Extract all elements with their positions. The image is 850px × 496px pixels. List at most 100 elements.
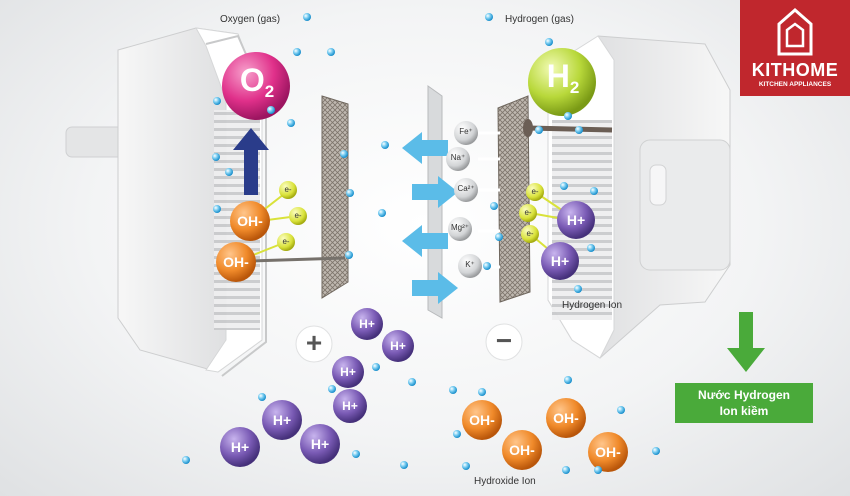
- oxygen-rise-arrow: [233, 128, 269, 195]
- hydroxide-ion: [216, 242, 256, 282]
- hydrogen-ion-caption: Hydrogen Ion: [562, 300, 623, 311]
- hydrogen-ion-label: H+: [359, 317, 375, 331]
- hydrogen-symbol: H2: [528, 58, 598, 97]
- logo-tagline: KITCHEN APPLIANCES: [758, 81, 832, 88]
- hydrogen-ion: [333, 389, 367, 423]
- kithome-logo: KITHOME KITCHEN APPLIANCES: [740, 0, 850, 96]
- hydrogen-ion: [382, 330, 414, 362]
- gas-bubble: [293, 48, 301, 56]
- gas-bubble: [587, 244, 595, 252]
- gas-bubble: [328, 385, 336, 393]
- mineral-na-circle: [446, 147, 470, 171]
- hydrogen-ion: [557, 201, 595, 239]
- gas-bubble: [594, 466, 602, 474]
- hydroxide-label: OH-: [237, 213, 263, 229]
- gas-bubble: [495, 233, 503, 241]
- gas-bubble: [485, 13, 493, 21]
- hydrogen-ion-label: H+: [566, 212, 586, 228]
- output-arrow: [727, 312, 765, 372]
- gas-bubble: [340, 150, 348, 158]
- gas-bubble: [400, 461, 408, 469]
- hydrogen-ion: [541, 242, 579, 280]
- alkaline-water-box: Nước Hydrogen Ion kiềm: [675, 383, 813, 423]
- gas-bubble: [372, 363, 380, 371]
- gas-bubble: [462, 462, 470, 470]
- gas-bubble: [303, 13, 311, 21]
- hydrogen-molecule: [528, 48, 596, 116]
- electron-label: e-: [524, 208, 532, 217]
- gas-bubble: [408, 378, 416, 386]
- hydroxide-ions: [216, 201, 628, 472]
- gas-bubble: [213, 205, 221, 213]
- right-rod-end: [523, 119, 533, 137]
- oxygen-molecule: [222, 52, 290, 120]
- oxygen-symbol-sub: 2: [264, 82, 275, 101]
- hydroxide-ion: [462, 400, 502, 440]
- gas-bubble: [590, 187, 598, 195]
- electron-particle: [289, 207, 307, 225]
- anode-terminal: [295, 325, 333, 363]
- gas-bubble: [652, 447, 660, 455]
- gas-bubble: [287, 119, 295, 127]
- gas-bubble: [575, 126, 583, 134]
- hydroxide-label: OH-: [509, 442, 535, 458]
- oxygen-symbol-letter: O: [239, 62, 265, 98]
- gas-bubble: [381, 141, 389, 149]
- gas-bubble: [453, 430, 461, 438]
- oxygen-gas-label: Oxygen (gas): [220, 14, 281, 25]
- hydrogen-ion-label: H+: [390, 339, 406, 353]
- gas-bubble: [213, 97, 221, 105]
- hydrogen-ion-label: H+: [230, 439, 250, 455]
- mineral-k-label: K⁺: [465, 260, 475, 269]
- mineral-flow-lines: [478, 131, 500, 269]
- electron-particle: [519, 204, 537, 222]
- gas-bubble: [617, 406, 625, 414]
- anode-sign: +: [305, 327, 323, 358]
- electron-label: e-: [294, 211, 302, 220]
- hydrogen-ion-label: H+: [272, 412, 292, 428]
- gas-bubble: [564, 112, 572, 120]
- hydroxide-ion: [546, 398, 586, 438]
- mineral-ions: [446, 121, 482, 278]
- hydrogen-ion: [351, 308, 383, 340]
- mineral-fe-circle: [454, 121, 478, 145]
- gas-bubble: [535, 126, 543, 134]
- gas-bubble: [449, 386, 457, 394]
- electron-label: e-: [282, 237, 290, 246]
- cathode-terminal: [485, 323, 523, 361]
- left-mesh-electrode: [321, 95, 349, 299]
- gas-bubble: [378, 209, 386, 217]
- oxygen-symbol: O2: [222, 62, 292, 101]
- house-icon: [777, 8, 813, 56]
- alkaline-water-line2: Ion kiềm: [719, 404, 769, 418]
- mineral-ca-circle: [454, 178, 478, 202]
- cathode-sign: −: [495, 325, 513, 356]
- hydroxide-ion-caption: Hydroxide Ion: [474, 476, 536, 487]
- electron-particle: [521, 225, 539, 243]
- mineral-fe-label: Fe⁺: [459, 127, 473, 136]
- gas-bubble: [574, 285, 582, 293]
- electron-particle: [279, 181, 297, 199]
- hydroxide-label: OH-: [469, 412, 495, 428]
- ion-flow-arrows: [402, 132, 458, 304]
- electron-label: e-: [526, 229, 534, 238]
- hydroxide-label: OH-: [223, 254, 249, 270]
- hydrogen-gas-label: Hydrogen (gas): [505, 14, 574, 25]
- electron-label: e-: [531, 187, 539, 196]
- gas-bubble: [258, 393, 266, 401]
- hydrogen-ion: [220, 427, 260, 467]
- mineral-ca-label: Ca²⁺: [457, 184, 475, 193]
- mineral-k-circle: [458, 254, 482, 278]
- electron-label: e-: [284, 185, 292, 194]
- left-wire: [249, 256, 346, 263]
- hydrogen-ion: [300, 424, 340, 464]
- gas-bubble: [478, 388, 486, 396]
- logo-brand: KITHOME: [751, 60, 839, 80]
- hydroxide-ion: [588, 432, 628, 472]
- gas-bubble: [564, 376, 572, 384]
- hydroxide-label: OH-: [553, 410, 579, 426]
- gas-bubble: [345, 251, 353, 259]
- gas-bubble: [560, 182, 568, 190]
